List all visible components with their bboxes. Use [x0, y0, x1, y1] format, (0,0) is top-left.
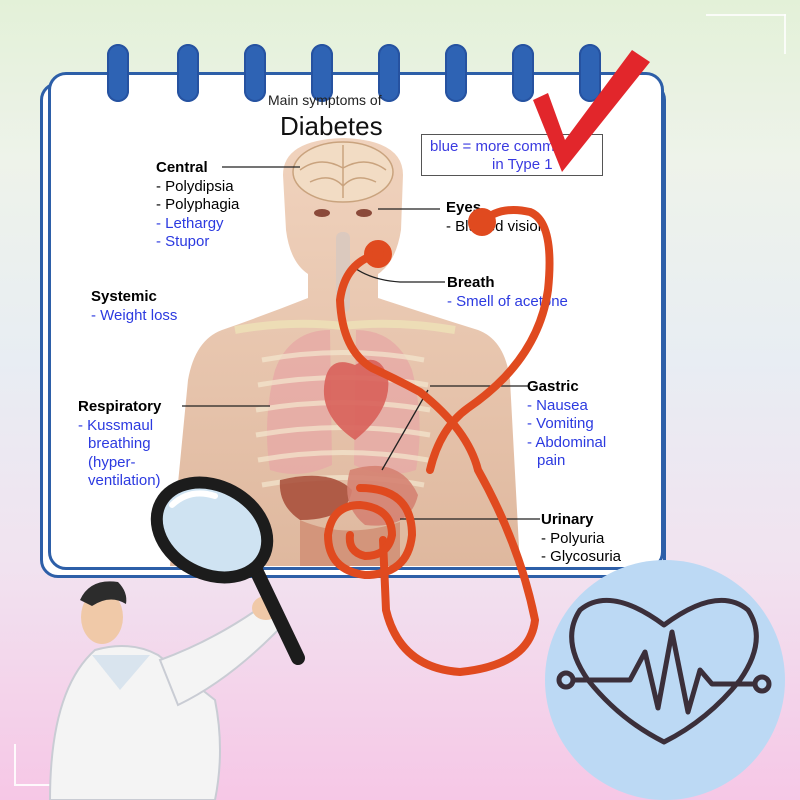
symptom-item: ventilation) [88, 472, 161, 489]
section-urinary: Urinary - Polyuria - Glycosuria [541, 511, 621, 567]
section-heading: Breath [447, 274, 495, 291]
diagram-title: Diabetes [280, 111, 383, 141]
doctor-figure [48, 581, 284, 800]
legend-box: blue = more common in Type 1 [421, 134, 603, 176]
checkmark-icon [533, 50, 650, 172]
section-heading: Systemic [91, 288, 157, 305]
symptom-item: - Kussmaul [78, 416, 154, 434]
symptom-item: - Polyphagia [156, 196, 240, 213]
frame-corner-side [784, 14, 786, 54]
heartbeat-icon [556, 597, 772, 745]
symptom-item: - Polyuria [541, 529, 605, 547]
symptom-item: - Lethargy [156, 214, 224, 232]
symptom-item: - Nausea [527, 396, 588, 414]
binder-ring [512, 44, 534, 102]
symptom-item: - Abdominal [527, 433, 607, 451]
binder-ring [445, 44, 467, 102]
binder-ring [244, 44, 266, 102]
magnifying-glass-icon [150, 476, 305, 665]
section-heading: Respiratory [78, 398, 162, 415]
section-breath: Breath - Smell of acetone [447, 274, 568, 311]
symptom-item: - Smell of acetone [447, 292, 568, 310]
section-heading: Urinary [541, 511, 594, 528]
symptom-item: pain [537, 452, 566, 469]
section-central: Central - Polydipsia - Polyphagia - Leth… [156, 159, 239, 252]
binder-ring [177, 44, 199, 102]
symptom-item: - Stupor [156, 233, 210, 250]
section-heading: Gastric [527, 378, 579, 395]
frame-corner-bottom [14, 744, 56, 786]
symptom-item: breathing [88, 435, 151, 452]
binder-ring [579, 44, 601, 102]
legend-line-2: in Type 1 [492, 156, 553, 173]
section-heading: Eyes [446, 199, 482, 216]
section-gastric: Gastric - Nausea - Vomiting - Abdominal … [527, 378, 606, 471]
binder-ring [378, 44, 400, 102]
symptom-item: (hyper- [88, 453, 136, 471]
symptom-item: - Glycosuria [541, 548, 622, 565]
binder-ring [311, 44, 333, 102]
heart-organ [323, 359, 389, 440]
legend-line-1: blue = more common [430, 138, 572, 155]
diagram-subtitle: Main symptoms of [268, 92, 382, 108]
section-heading: Central [156, 159, 208, 176]
section-systemic: Systemic - Weight loss [91, 288, 177, 325]
stethoscope-icon [323, 206, 554, 677]
binder-ring [107, 44, 129, 102]
frame-corner-top [706, 14, 786, 16]
symptom-item: - Weight loss [91, 306, 178, 324]
symptom-item: - Polydipsia [156, 177, 234, 195]
symptom-item: - Vomiting [527, 415, 594, 432]
section-respiratory: Respiratory - Kussmaul breathing (hyper-… [78, 398, 161, 491]
